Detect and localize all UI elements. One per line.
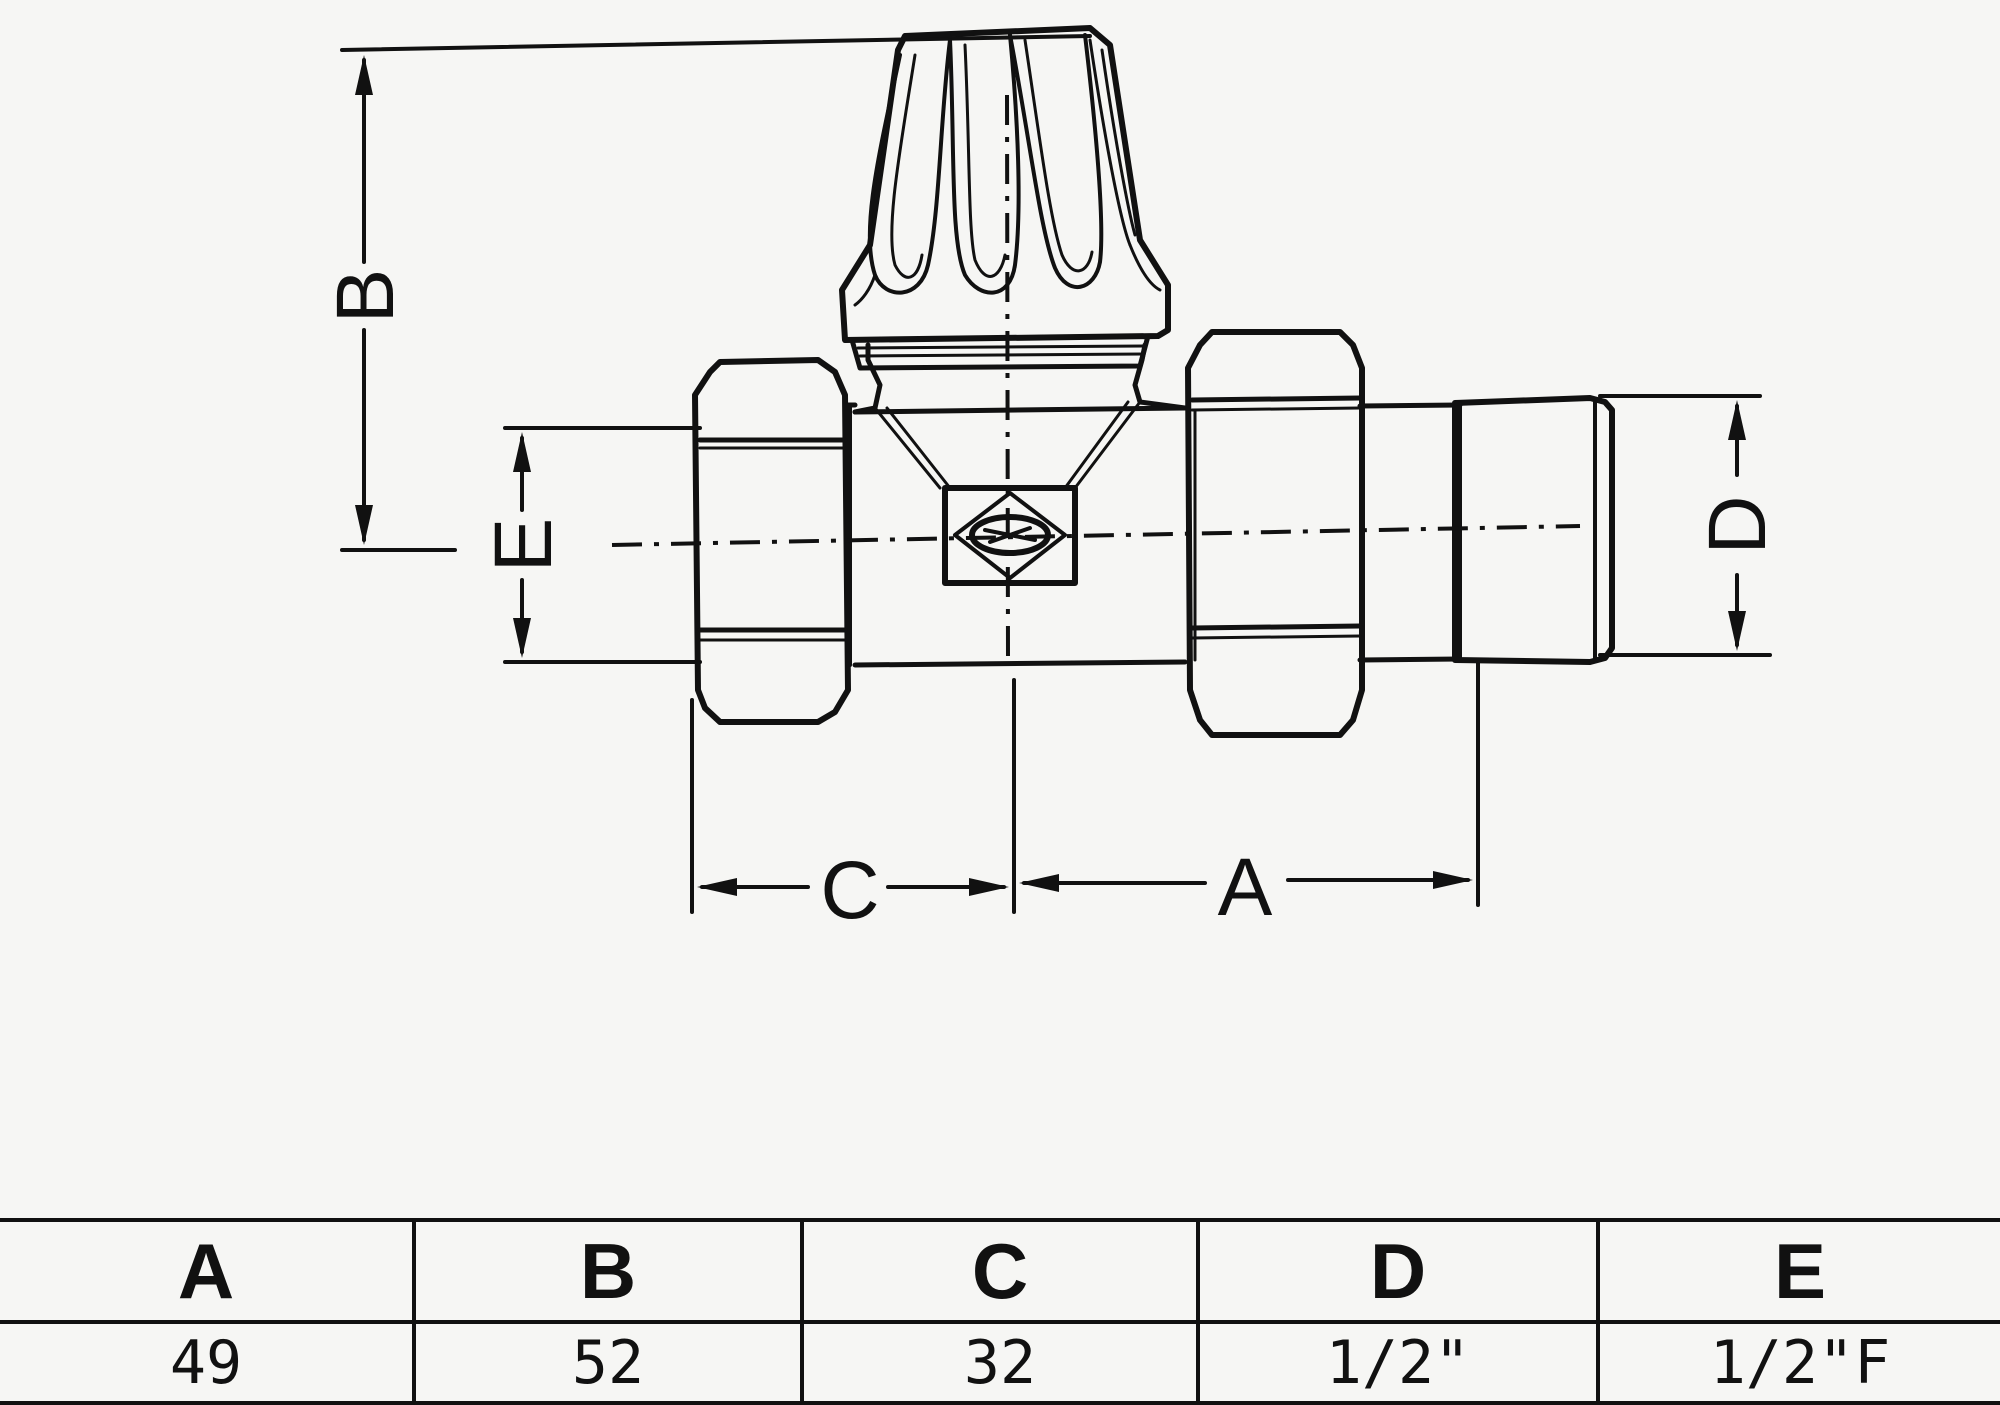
a-arrow-right [1433, 871, 1473, 889]
tailpiece [1452, 395, 1615, 665]
left-hex-nut [692, 357, 851, 725]
header-d: D [1196, 1218, 1600, 1324]
vertical-centerline [1005, 94, 1010, 661]
c-arrow-left [697, 878, 737, 896]
e-arrow-up [513, 432, 531, 472]
dimension-label-b: B [320, 269, 411, 324]
value-c: 32 [800, 1320, 1200, 1405]
value-a: 49 [0, 1320, 416, 1405]
pipe-top-line [852, 405, 1188, 415]
dimension-label-c: C [820, 845, 879, 936]
pipe-bottom-line-right [1357, 656, 1463, 663]
table-value-row: 49 52 32 1/2" 1/2"F [0, 1320, 2000, 1405]
knob-cone [839, 25, 1171, 343]
header-e: E [1596, 1218, 2000, 1324]
horizontal-centerline [611, 524, 1581, 547]
dimensions-table: A B C D E 49 52 32 1/2" 1/2"F [0, 1218, 2000, 1405]
b-arrow-down [355, 505, 373, 545]
dimension-label-e: E [478, 518, 569, 573]
d-arrow-down [1728, 611, 1746, 651]
value-b: 52 [412, 1320, 804, 1405]
b-top-extension-line [340, 34, 1092, 52]
e-arrow-down [513, 618, 531, 658]
dimension-label-d: D [1692, 495, 1783, 554]
header-c: C [800, 1218, 1200, 1324]
b-arrow-up [355, 55, 373, 95]
c-arrow-right [969, 878, 1009, 896]
right-union-nut [1185, 329, 1365, 738]
header-b: B [412, 1218, 804, 1324]
valve-drawing: B E D C A [320, 25, 1783, 936]
value-d: 1/2" [1196, 1320, 1600, 1405]
pipe-bottom-line [852, 659, 1188, 668]
stem-box [942, 485, 1078, 586]
header-a: A [0, 1218, 416, 1324]
value-e: 1/2"F [1596, 1320, 2000, 1405]
a-arrow-left [1019, 874, 1059, 892]
table-header-row: A B C D E [0, 1218, 2000, 1324]
dimension-label-a: A [1218, 842, 1273, 933]
pipe-top-line-right [1357, 402, 1463, 409]
stem-diamond [953, 491, 1067, 580]
d-arrow-up [1728, 400, 1746, 440]
